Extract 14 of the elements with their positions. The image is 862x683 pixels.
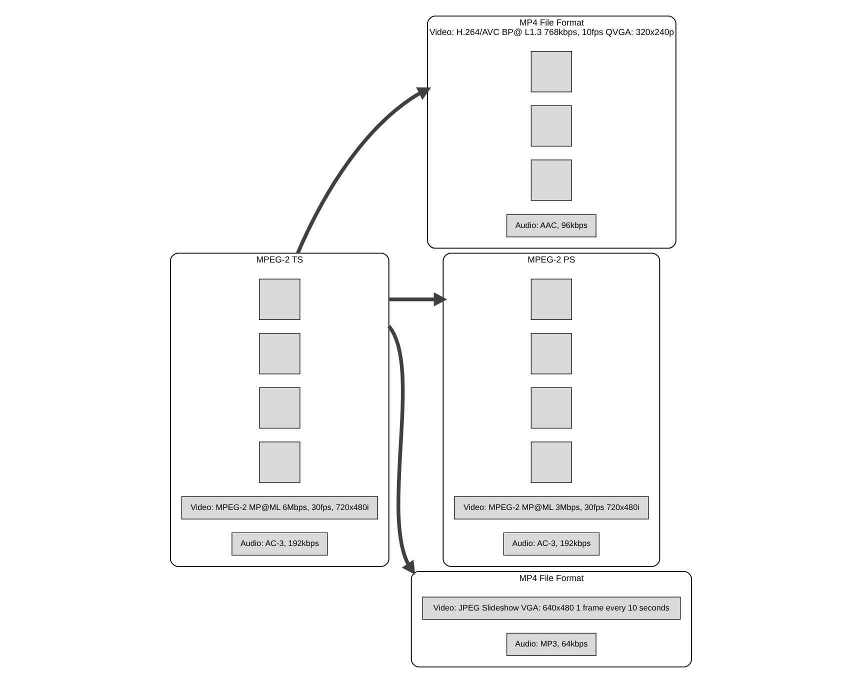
arrow	[296, 87, 432, 254]
node-box	[530, 278, 572, 320]
node-box	[530, 51, 572, 92]
node-box	[259, 278, 300, 320]
node-box	[530, 333, 572, 374]
node-box	[530, 105, 572, 146]
node-box	[530, 442, 572, 483]
node-box	[530, 387, 572, 429]
node-box	[259, 333, 300, 374]
node-box	[259, 442, 300, 483]
arrow	[387, 325, 416, 575]
arrow	[388, 292, 448, 306]
node-box	[530, 160, 572, 201]
node-box	[259, 387, 300, 429]
